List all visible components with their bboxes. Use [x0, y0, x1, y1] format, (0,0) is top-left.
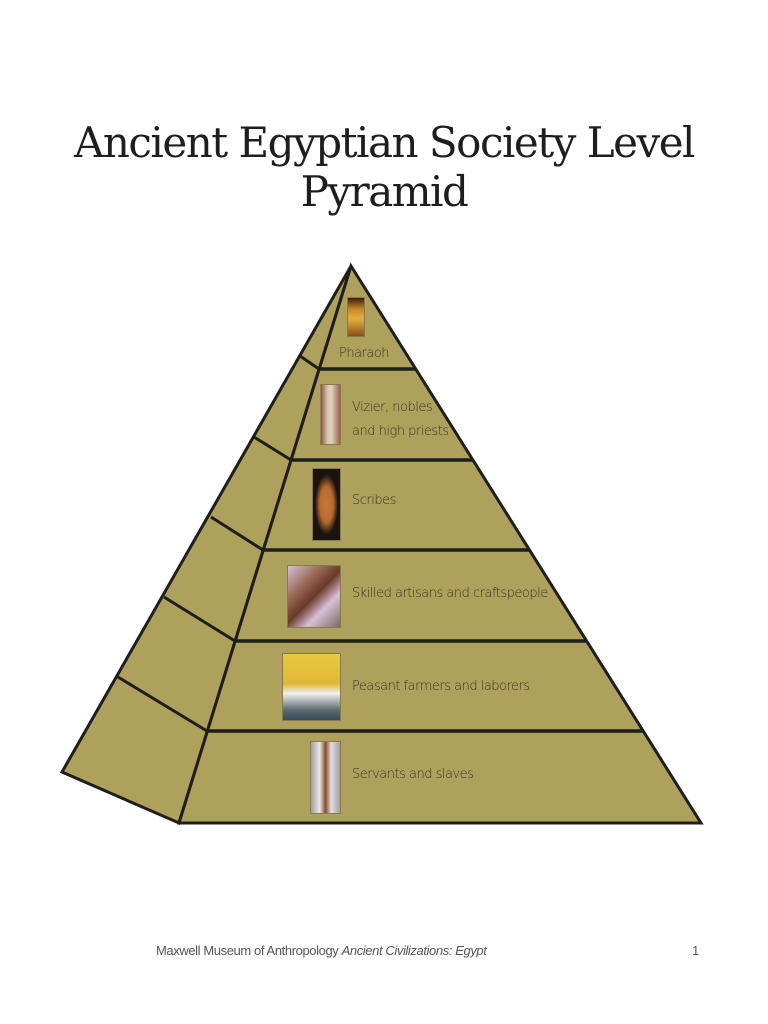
page-number: 1 — [692, 943, 700, 958]
tier-label-scribes: Scribes — [352, 493, 396, 508]
tier-label-servants: Servants and slaves — [352, 767, 474, 782]
artisans-wall-painting-image — [287, 565, 341, 628]
tier-label-pharaoh: Pharaoh — [339, 346, 390, 361]
seated-scribe-statue-image — [312, 468, 341, 541]
farmer-plowing-painting-image — [282, 653, 341, 721]
footer-credit: Maxwell Museum of Anthropology Ancient C… — [156, 943, 487, 958]
page-title: Ancient Egyptian Society Level Pyramid — [74, 118, 695, 216]
servant-figurine-image — [310, 741, 341, 814]
tier-label-vizier-line2: and high priests — [352, 424, 449, 439]
tier-label-peasants: Peasant farmers and laborers — [352, 679, 530, 694]
tier-dividers — [207, 367, 643, 733]
tier-label-vizier-line1: Vizier, nobles — [352, 400, 433, 415]
footer-series: Ancient Civilizations: Egypt — [341, 943, 487, 958]
tier-label-artisans: Skilled artisans and craftspeople — [352, 586, 548, 601]
vizier-relief-image — [320, 384, 341, 445]
left-face-dividers — [117, 354, 320, 733]
pharaoh-mask-image — [347, 297, 365, 337]
footer-museum: Maxwell Museum of Anthropology — [156, 943, 339, 958]
